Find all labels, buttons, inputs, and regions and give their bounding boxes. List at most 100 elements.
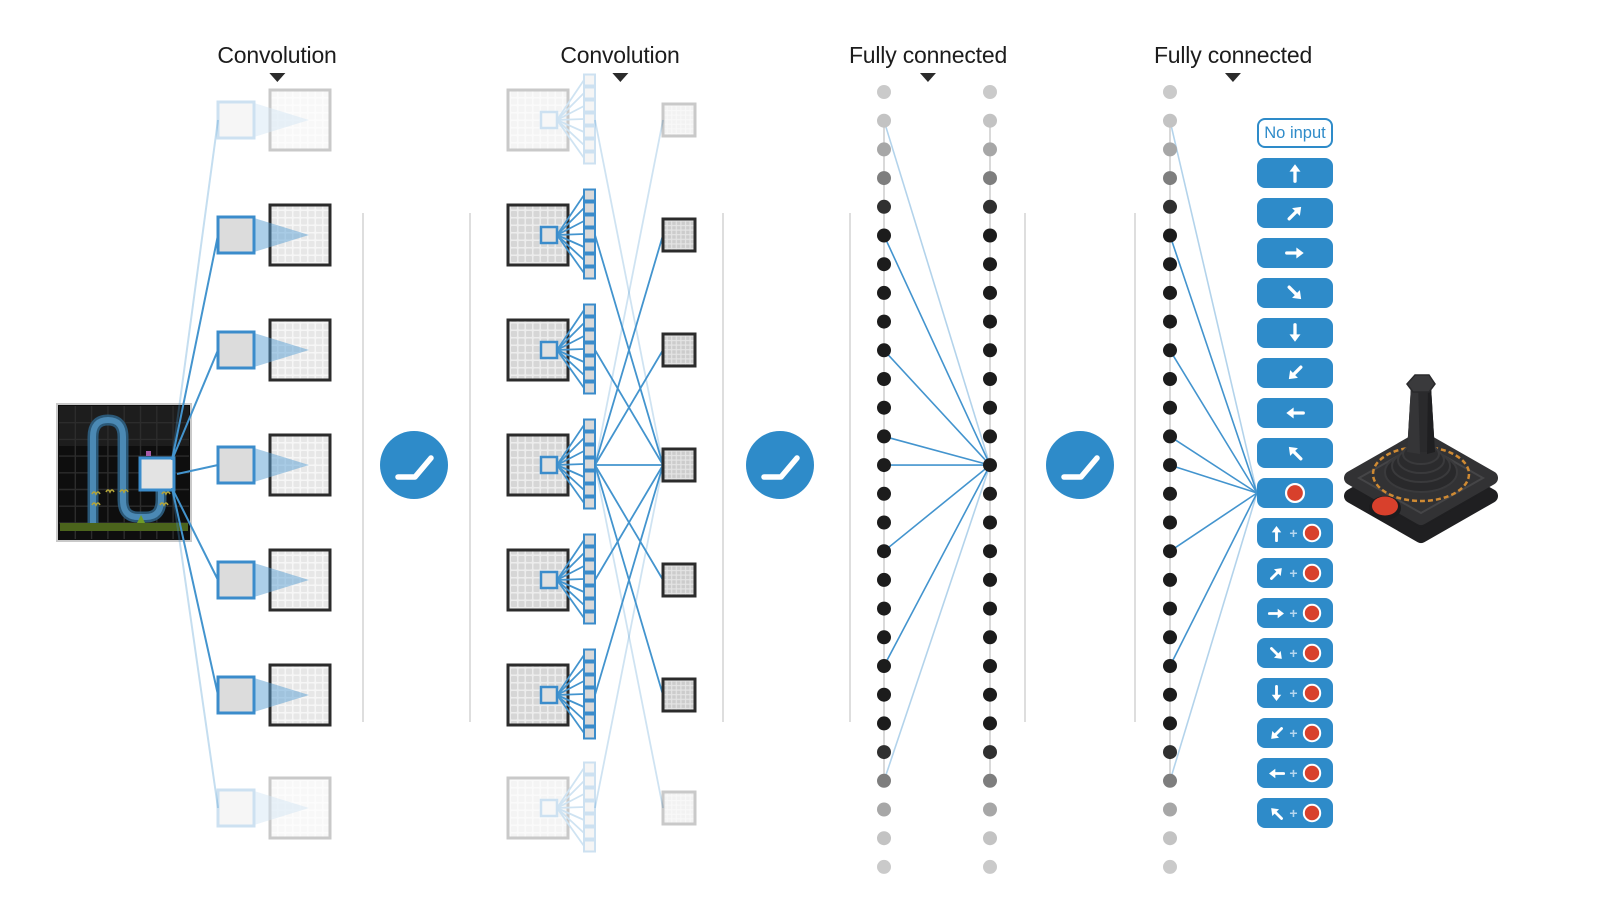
fc-unit-dot [877, 831, 891, 846]
fc-unit-dot [983, 544, 997, 559]
conv2-filter-square [583, 266, 596, 280]
right-arrow-icon [1285, 247, 1304, 259]
fc-unit-dot [877, 429, 891, 444]
conv2-unit [506, 418, 697, 510]
conv2-filter-square [583, 138, 596, 152]
fc-unit-dot [1163, 228, 1177, 243]
fc-unit-dot [983, 802, 997, 817]
conv2-filter-square [583, 355, 596, 369]
layer-marker-icon [269, 73, 285, 82]
action-button-down-right[interactable] [1257, 278, 1333, 308]
conv2-patch [539, 685, 559, 705]
receptive-field-patch [138, 456, 176, 492]
action-button-up-right-fire[interactable]: + [1257, 558, 1333, 588]
conv2-output-map [661, 447, 697, 483]
conv2-filter-square [583, 700, 596, 714]
conv2-output-map [661, 790, 697, 826]
conv1-projection-cone [254, 791, 309, 825]
action-button-left[interactable] [1257, 398, 1333, 428]
conv2-filter-square [583, 572, 596, 586]
fc-unit-dot [877, 400, 891, 415]
joystick-fire-button [1372, 496, 1398, 516]
conv2-output-map [661, 677, 697, 713]
down-arrow-icon [1289, 323, 1301, 342]
conv2-filter-square [583, 661, 596, 675]
conv2-output-map [661, 562, 697, 598]
down-left-arrow-icon [1271, 726, 1284, 739]
action-button-up-right[interactable] [1257, 198, 1333, 228]
action-button-down-right-fire[interactable]: + [1257, 638, 1333, 668]
fc1-input-column [877, 85, 891, 874]
convolution-layer-1 [216, 88, 332, 840]
conv2-filter-square [583, 303, 596, 317]
conv1-patch [216, 675, 256, 715]
conv1-patch [216, 788, 256, 828]
action-button-left-fire[interactable]: + [1257, 758, 1333, 788]
conv2-filter-square [583, 826, 596, 840]
fire-button-icon [1302, 603, 1321, 623]
fc-unit-dot [983, 314, 997, 329]
action-button-right-fire[interactable]: + [1257, 598, 1333, 628]
conv2-filter-square [583, 188, 596, 202]
action-button-up[interactable] [1257, 158, 1333, 188]
action-button-down-fire[interactable]: + [1257, 678, 1333, 708]
fc-unit-dot [983, 171, 997, 186]
conv2-patch [539, 340, 559, 360]
action-button-up-left[interactable] [1257, 438, 1333, 468]
conv2-filter-square [583, 342, 596, 356]
conv2-filter-square [583, 418, 596, 432]
fc-unit-dot [983, 745, 997, 760]
fc-unit-dot [1163, 659, 1177, 673]
fc-unit-dot [1163, 400, 1177, 415]
fc-unit-dot [877, 745, 891, 760]
fc2-connections [1169, 120, 1258, 782]
layer-marker-icon [920, 73, 936, 82]
conv2-filter-square [583, 214, 596, 228]
input-to-conv1-connections [171, 119, 219, 809]
conv2-output-map [661, 332, 697, 368]
fc-unit-dot [1163, 458, 1177, 473]
layer-marker-icon [612, 73, 628, 82]
fc2-column [1163, 85, 1177, 874]
action-button-label: No input [1264, 123, 1326, 142]
down-right-arrow-icon [1270, 646, 1283, 659]
action-button-down-left[interactable] [1257, 358, 1333, 388]
up-arrow-icon [1289, 164, 1301, 183]
conv2-filter-square [583, 240, 596, 254]
fc-unit-dot [983, 601, 997, 616]
fc-unit-dot [983, 228, 997, 243]
fire-button-icon [1302, 563, 1321, 583]
fc-unit-dot [877, 458, 891, 473]
conv1-projection-cone [254, 448, 309, 482]
conv2-patch [539, 570, 559, 590]
plus-separator: + [1289, 645, 1298, 661]
conv2-filter-square [583, 201, 596, 215]
action-button-up-left-fire[interactable]: + [1257, 798, 1333, 828]
conv2-filter-square [583, 839, 596, 853]
conv2-filter-square [583, 444, 596, 458]
conv1-patch [216, 215, 256, 255]
action-button-down-left-fire[interactable]: + [1257, 718, 1333, 748]
conv1-unit [216, 203, 332, 267]
fc-unit-dot [983, 199, 997, 214]
action-button-right[interactable] [1257, 238, 1333, 268]
relu-activation-icon [1046, 431, 1114, 499]
conv2-filter-square [583, 713, 596, 727]
action-button-up-fire[interactable]: + [1257, 518, 1333, 548]
game-sprite [159, 502, 169, 507]
fc-unit-dot [1163, 515, 1177, 530]
conv2-unit [506, 303, 697, 395]
fc-unit-dot [1163, 859, 1177, 874]
action-button-down[interactable] [1257, 318, 1333, 348]
action-button-fire[interactable] [1257, 478, 1333, 508]
fc-unit-dot [877, 285, 891, 300]
conv1-projection-cone [254, 333, 309, 367]
down-arrow-icon [1272, 684, 1282, 701]
conv2-filter-square [583, 559, 596, 573]
fire-button-icon [1302, 763, 1321, 783]
fc-unit-dot [983, 113, 997, 128]
fc-unit-dot [877, 486, 891, 501]
fc-unit-dot [1163, 285, 1177, 300]
action-button-no-input[interactable]: No input [1257, 118, 1333, 148]
plus-separator: + [1289, 525, 1298, 541]
